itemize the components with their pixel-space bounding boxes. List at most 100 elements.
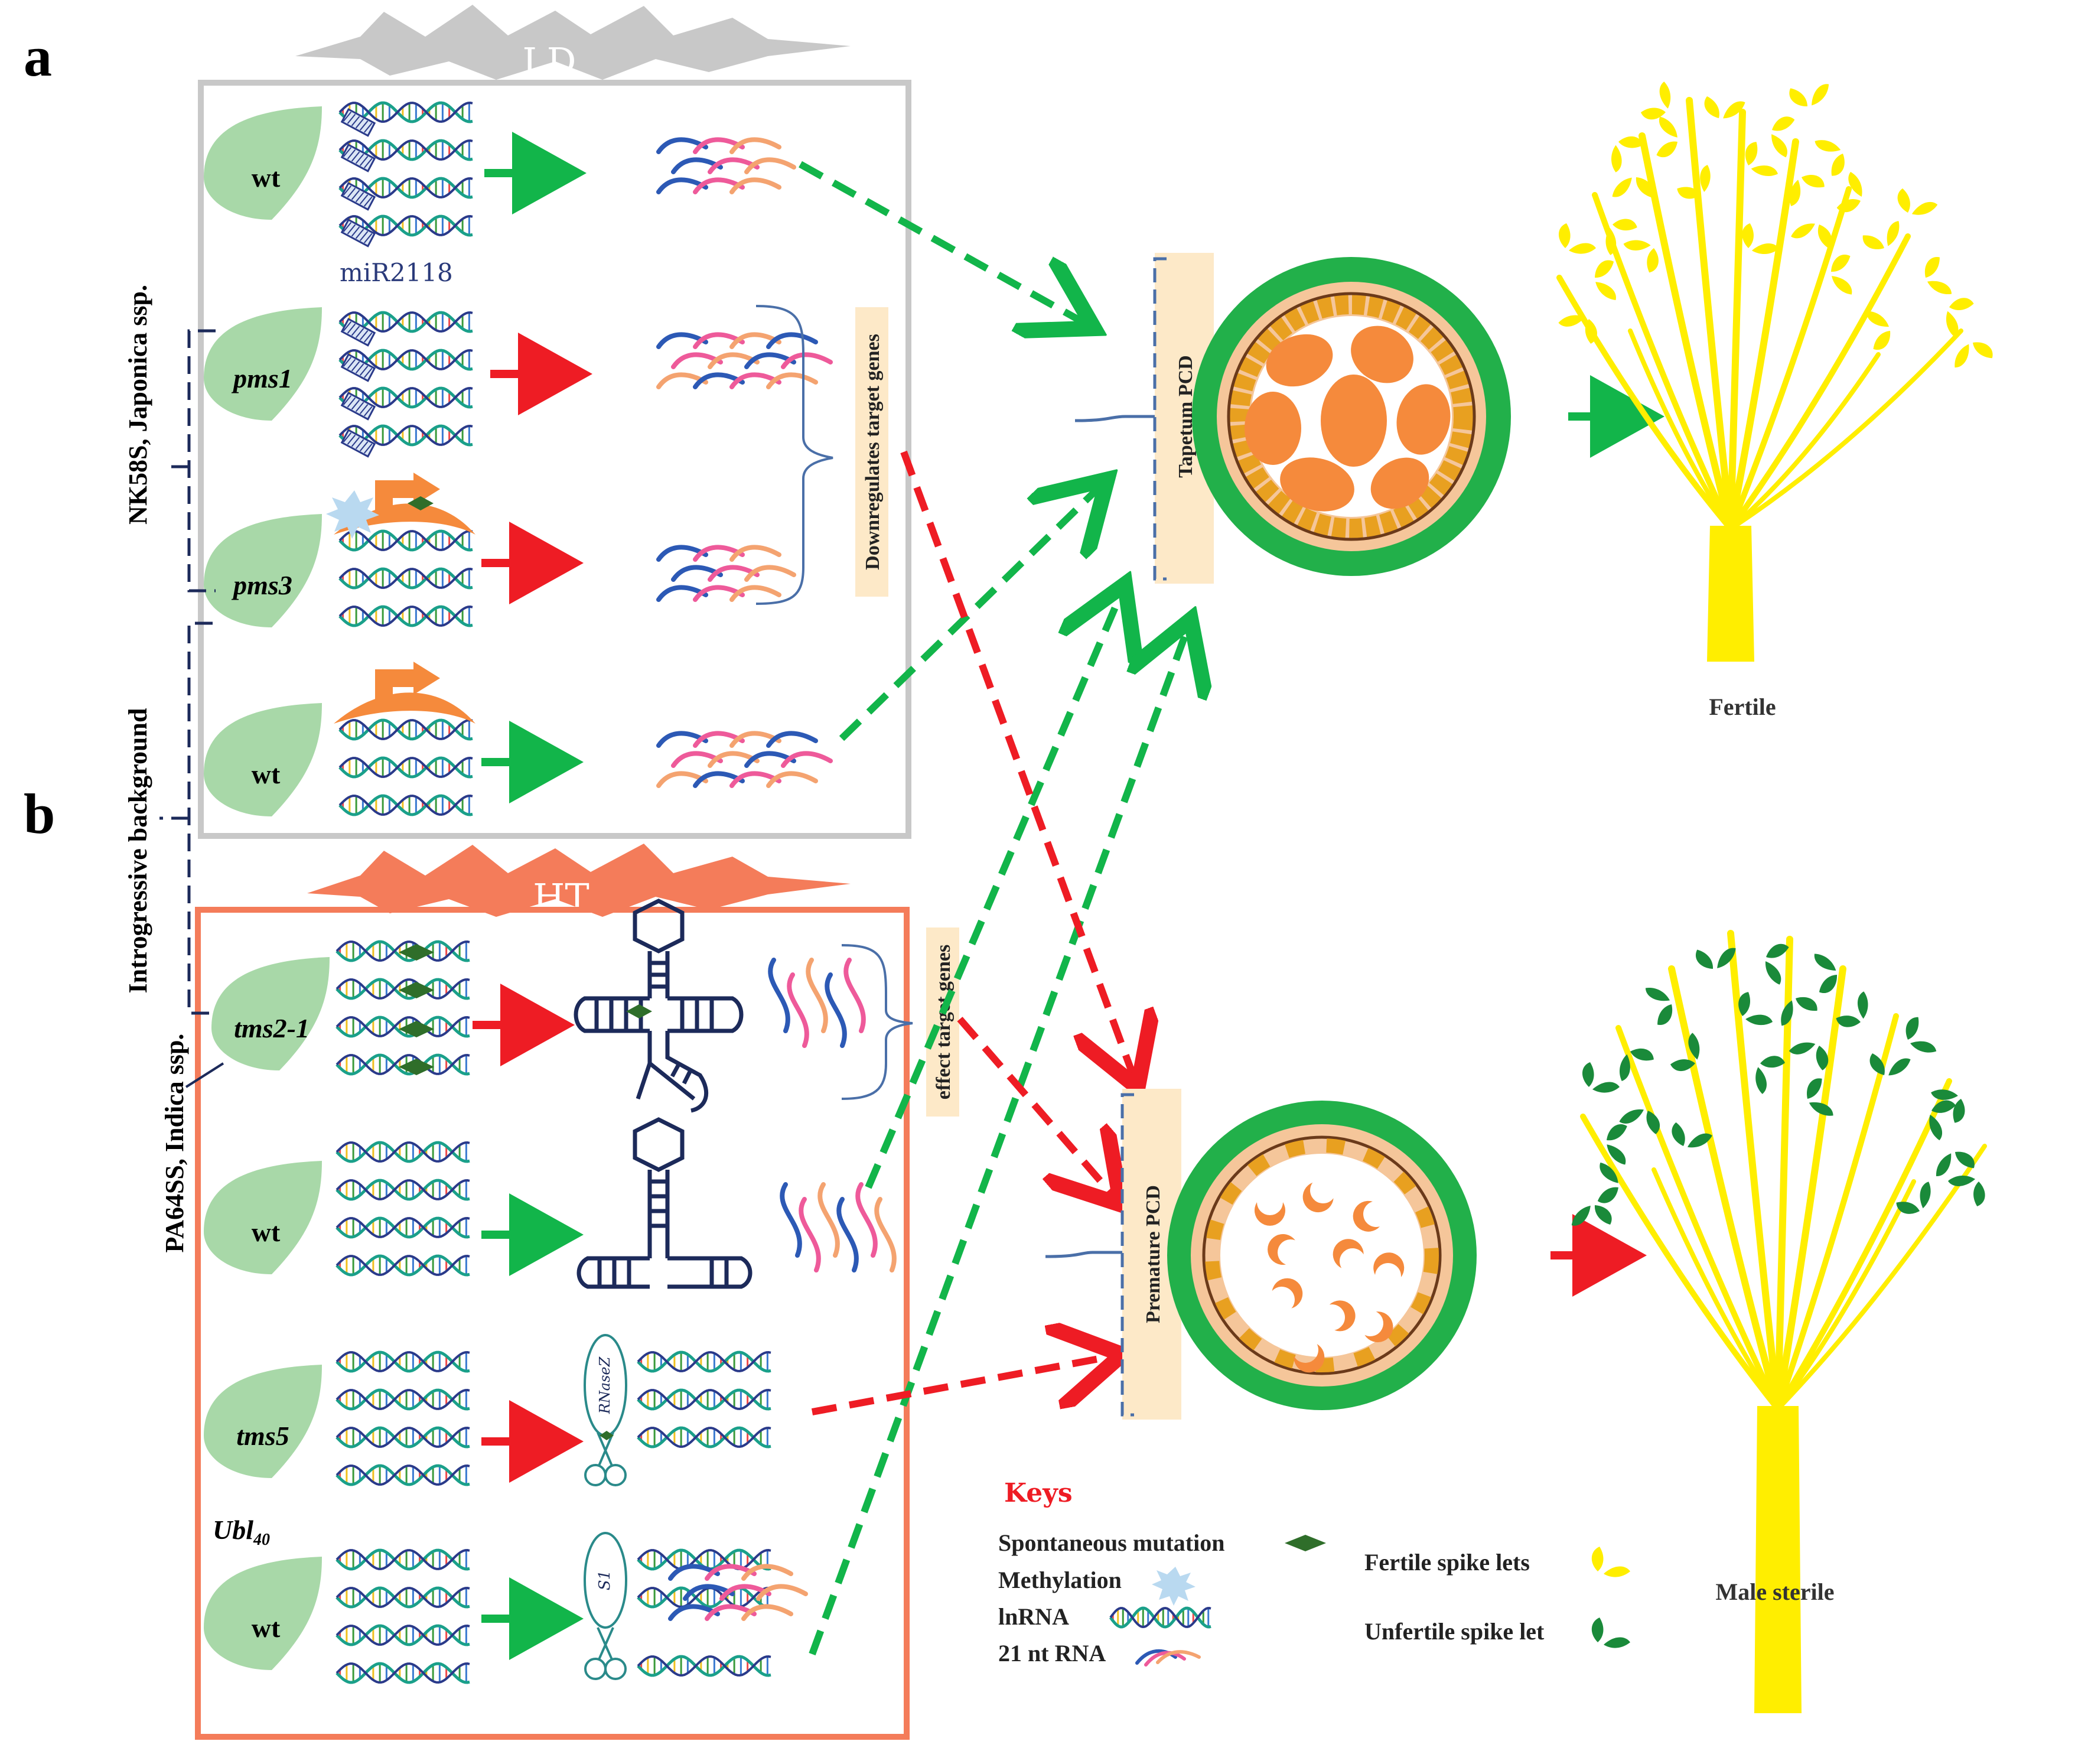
keys-legend: Keys Spontaneous mutation Methylation ln… bbox=[998, 1478, 1630, 1667]
crescent-pollen bbox=[1272, 1278, 1303, 1309]
spikelet-icon bbox=[1905, 1017, 1937, 1053]
lnrna-helix bbox=[335, 1624, 470, 1646]
lnrna-helix bbox=[637, 1655, 771, 1677]
mir2118-hatch-icon bbox=[340, 317, 376, 347]
male-sterile-caption: Male sterile bbox=[1716, 1579, 1835, 1605]
lnrna-helix bbox=[335, 1426, 470, 1449]
plant-stem bbox=[1774, 965, 1846, 1412]
lnrna-helix bbox=[338, 756, 473, 779]
spikelet-icon bbox=[1814, 953, 1838, 993]
plant-stem bbox=[1628, 328, 1733, 531]
lnrna-helix bbox=[335, 1464, 470, 1486]
spikelet-icon bbox=[1771, 116, 1795, 158]
key-spontaneous: Spontaneous mutation bbox=[998, 1529, 1224, 1556]
promoter-wt-2 bbox=[334, 662, 475, 724]
spikelet-icon bbox=[1836, 171, 1862, 213]
plant-stem bbox=[1651, 1167, 1780, 1411]
svg-text:wt: wt bbox=[252, 759, 281, 789]
key-21nt-icon bbox=[1135, 1649, 1201, 1667]
spikelet-icon bbox=[1745, 142, 1778, 176]
mir2118-hatch-icon bbox=[340, 428, 376, 458]
spikelet-icon bbox=[1595, 260, 1616, 301]
introgressive-label: Introgressive background bbox=[123, 708, 152, 994]
plant-stem bbox=[1580, 1114, 1781, 1412]
lnrna-helix bbox=[335, 1053, 470, 1076]
spikelet-icon bbox=[1831, 255, 1852, 295]
key-lnrna-helix bbox=[1109, 1606, 1211, 1629]
spikelet-icon bbox=[1611, 136, 1643, 173]
key-methylation-star-icon bbox=[1152, 1567, 1196, 1606]
mutation-diamond-icon bbox=[408, 496, 434, 510]
svg-text:tms5: tms5 bbox=[236, 1421, 289, 1451]
lnrna-helix bbox=[335, 1662, 470, 1684]
spikelet-icon bbox=[1929, 1100, 1956, 1141]
plant-stem bbox=[1668, 965, 1781, 1412]
spikelet-icon bbox=[1672, 1122, 1712, 1148]
mir2118-hatch-icon bbox=[340, 353, 376, 382]
svg-text:Premature PCD: Premature PCD bbox=[1142, 1185, 1164, 1323]
keys-title: Keys bbox=[1004, 1478, 1073, 1508]
nt21-rna-clusters bbox=[656, 137, 897, 1621]
fertile-plant bbox=[1556, 82, 1993, 662]
spikelet-icon bbox=[1936, 1151, 1975, 1176]
spikelet-icon bbox=[1931, 1089, 1965, 1123]
lnrna-helix bbox=[335, 1016, 470, 1038]
plant-stem bbox=[1728, 233, 1911, 532]
spikelet-icon bbox=[1623, 240, 1659, 273]
leaf-wt-1: wt bbox=[204, 106, 322, 220]
spikelet-icon bbox=[1597, 1162, 1618, 1203]
fertile-caption: Fertile bbox=[1709, 694, 1776, 720]
lnrna-stacks bbox=[335, 101, 771, 1684]
spikelet-icon bbox=[1955, 342, 1993, 368]
spikelet-icon bbox=[1571, 1205, 1612, 1226]
solid-arrows bbox=[473, 132, 1664, 1660]
lnrna-helix bbox=[637, 1426, 771, 1449]
s1-scissors-icon: S1 bbox=[584, 1532, 627, 1680]
spikelet-icon bbox=[1670, 1033, 1700, 1072]
spikelet-icon bbox=[1656, 116, 1677, 158]
plant-stem bbox=[1728, 352, 1881, 531]
trna-mutant-structure bbox=[574, 899, 744, 1113]
effect-target-brace bbox=[841, 944, 913, 1100]
spikelet-icon bbox=[1789, 1042, 1829, 1070]
plant-stem bbox=[1775, 1013, 1899, 1412]
leaf-pms3: pms3 bbox=[204, 514, 322, 627]
promoter-pms3 bbox=[326, 473, 475, 539]
ld-label: LD bbox=[523, 40, 576, 83]
rna-cluster-wt3 bbox=[780, 1182, 897, 1272]
plant-stem bbox=[1728, 186, 1852, 532]
ht-box bbox=[195, 907, 910, 1740]
lnrna-helix bbox=[338, 718, 473, 741]
japonica-label: NK58S, Japonica ssp. bbox=[123, 285, 152, 525]
spikelet-icon bbox=[1946, 298, 1974, 338]
mir2118-hatch-blocks bbox=[340, 108, 376, 458]
spikelet-icon bbox=[1607, 1124, 1627, 1165]
indica-pointer-line bbox=[185, 1062, 224, 1088]
indica-label: PA64SS, Indica ssp. bbox=[160, 1034, 189, 1253]
panel-letter-b: b bbox=[24, 782, 55, 845]
lnrna-helix bbox=[335, 1254, 470, 1277]
svg-text:tms2-1: tms2-1 bbox=[234, 1013, 310, 1043]
svg-text:pms3: pms3 bbox=[231, 570, 292, 600]
lnrna-helix bbox=[335, 1586, 470, 1609]
spikelet-icon bbox=[1582, 1062, 1620, 1093]
rna-cluster-pms3 bbox=[656, 545, 796, 602]
lnrna-helix bbox=[338, 794, 473, 816]
key-fertile-spike: Fertile spike lets bbox=[1364, 1549, 1530, 1576]
lnrna-helix bbox=[637, 1350, 771, 1373]
crescent-pollen bbox=[1329, 1300, 1356, 1332]
svg-text:RNaseZ: RNaseZ bbox=[597, 1356, 613, 1414]
spikelet-icon bbox=[1789, 175, 1825, 206]
spikelet-icon bbox=[1815, 140, 1845, 176]
plant-stem bbox=[1728, 328, 1963, 531]
lnrna-helix bbox=[335, 1388, 470, 1411]
sterile-anther bbox=[1167, 1101, 1477, 1410]
crescent-pollen bbox=[1353, 1200, 1380, 1232]
leaf-pms1: pms1 bbox=[204, 307, 322, 421]
spikelet-icon bbox=[1620, 1048, 1654, 1081]
methylation-star-icon bbox=[326, 490, 379, 539]
spikelet-icon bbox=[1789, 84, 1829, 107]
leaf-tms2-1: tms2-1 bbox=[211, 957, 330, 1070]
plant-stem bbox=[1727, 109, 1746, 532]
